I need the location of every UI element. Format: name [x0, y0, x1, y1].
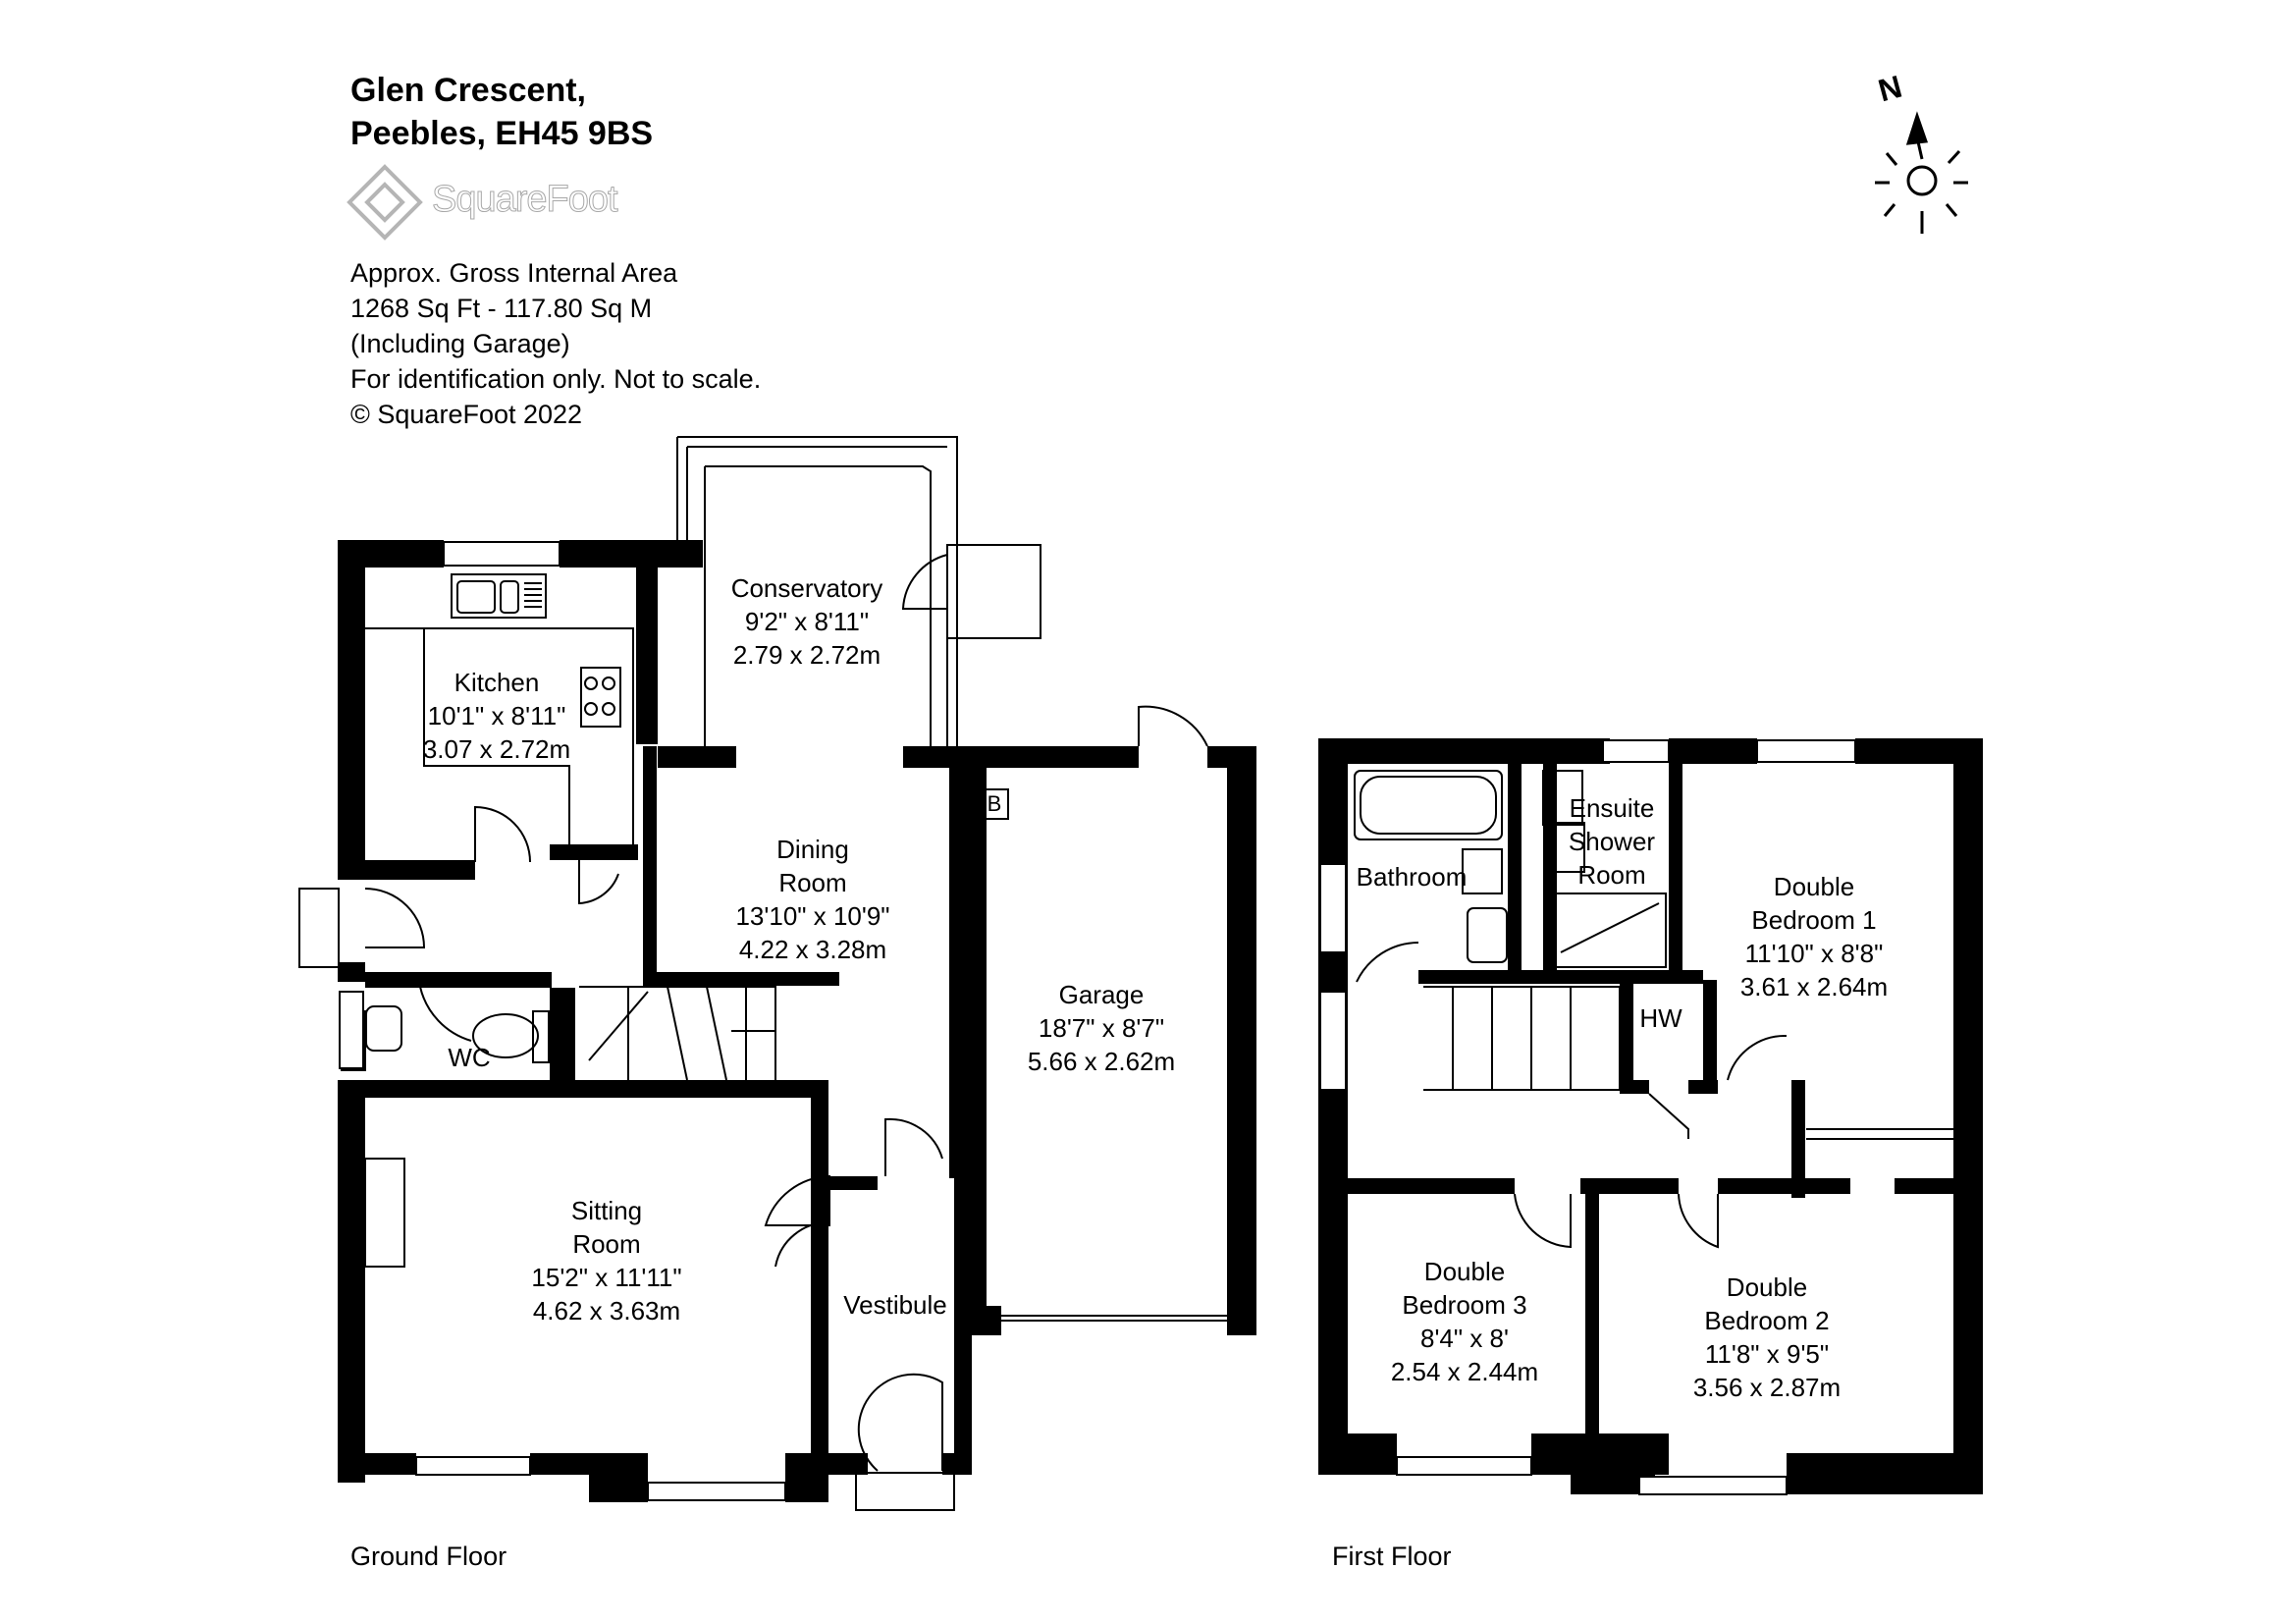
room-name: Bedroom 3 — [1402, 1290, 1527, 1320]
info-line-3: (Including Garage) — [350, 329, 570, 358]
squarefoot-logo-icon — [347, 164, 423, 241]
room-name: Double — [1423, 1257, 1506, 1286]
room-dimensions-metric: 3.07 x 2.72m — [422, 734, 571, 764]
room-dimensions-metric: 3.61 x 2.64m — [1739, 972, 1889, 1001]
room-vestibule: Vestibule — [843, 1290, 947, 1320]
room-name: Conservatory — [730, 573, 883, 603]
room-ensuite: Ensuite Shower Room — [1569, 791, 1655, 892]
room-name: Double — [1773, 872, 1855, 901]
info-line-1: Approx. Gross Internal Area — [350, 258, 678, 288]
room-dimensions-imperial: 11'8" x 9'5" — [1704, 1339, 1830, 1369]
ground-floor-label: Ground Floor — [350, 1542, 507, 1571]
room-double-bedroom-3: Double Bedroom 3 8'4" x 8' 2.54 x 2.44m — [1391, 1255, 1538, 1388]
room-dimensions-metric: 5.66 x 2.62m — [1027, 1047, 1176, 1076]
room-double-bedroom-2: Double Bedroom 2 11'8" x 9'5" 3.56 x 2.8… — [1693, 1271, 1841, 1404]
area-info: Approx. Gross Internal Area 1268 Sq Ft -… — [350, 255, 761, 432]
room-name: Ensuite — [1569, 793, 1655, 823]
brand-logo-text: SquareFoot — [432, 179, 619, 221]
room-name: Room — [778, 868, 847, 897]
info-line-5: © SquareFoot 2022 — [350, 400, 583, 429]
room-dimensions-metric: 3.56 x 2.87m — [1692, 1373, 1842, 1402]
address-line-1: Glen Crescent, — [350, 72, 586, 109]
room-bathroom: Bathroom — [1356, 862, 1468, 892]
room-name: Shower — [1568, 827, 1656, 856]
room-dimensions-imperial: 11'10" x 8'8" — [1744, 939, 1884, 968]
room-dimensions-metric: 2.54 x 2.44m — [1390, 1357, 1539, 1386]
room-name: Double — [1726, 1272, 1808, 1302]
room-double-bedroom-1: Double Bedroom 1 11'10" x 8'8" 3.61 x 2.… — [1740, 870, 1888, 1003]
room-dimensions-imperial: 8'4" x 8' — [1420, 1324, 1509, 1353]
info-line-4: For identification only. Not to scale. — [350, 364, 762, 394]
boiler-label: B — [980, 788, 1009, 820]
compass-icon — [1875, 111, 1968, 234]
room-dimensions-imperial: 9'2" x 8'11" — [744, 607, 870, 636]
room-dining: Dining Room 13'10" x 10'9" 4.22 x 3.28m — [735, 833, 889, 966]
room-dimensions-imperial: 15'2" x 11'11" — [531, 1263, 682, 1292]
room-name: Bedroom 2 — [1704, 1306, 1830, 1335]
room-dimensions-imperial: 18'7" x 8'7" — [1038, 1013, 1165, 1043]
room-name: Room — [572, 1229, 641, 1259]
room-sitting: Sitting Room 15'2" x 11'11" 4.62 x 3.63m — [531, 1194, 681, 1327]
info-line-2: 1268 Sq Ft - 117.80 Sq M — [350, 294, 653, 323]
room-conservatory: Conservatory 9'2" x 8'11" 2.79 x 2.72m — [731, 571, 883, 672]
room-dimensions-imperial: 13'10" x 10'9" — [735, 901, 890, 931]
room-name: Garage — [1058, 980, 1145, 1009]
address-line-2: Peebles, EH45 9BS — [350, 115, 654, 152]
room-name: Bedroom 1 — [1751, 905, 1877, 935]
room-name: Kitchen — [454, 668, 540, 697]
room-dimensions-imperial: 10'1" x 8'11" — [427, 701, 566, 730]
address-title: Glen Crescent, Peebles, EH45 9BS — [350, 69, 653, 155]
room-name: Room — [1577, 860, 1646, 890]
room-kitchen: Kitchen 10'1" x 8'11" 3.07 x 2.72m — [423, 666, 570, 766]
room-dimensions-metric: 2.79 x 2.72m — [732, 640, 881, 670]
room-name: Dining — [776, 835, 849, 864]
room-garage: Garage 18'7" x 8'7" 5.66 x 2.62m — [1028, 978, 1175, 1078]
hot-water-cupboard-label: HW — [1639, 1003, 1682, 1033]
room-wc: WC — [448, 1043, 491, 1072]
room-name: Sitting — [570, 1196, 643, 1225]
room-dimensions-metric: 4.62 x 3.63m — [532, 1296, 681, 1325]
first-floor-label: First Floor — [1332, 1542, 1452, 1571]
room-dimensions-metric: 4.22 x 3.28m — [738, 935, 887, 964]
